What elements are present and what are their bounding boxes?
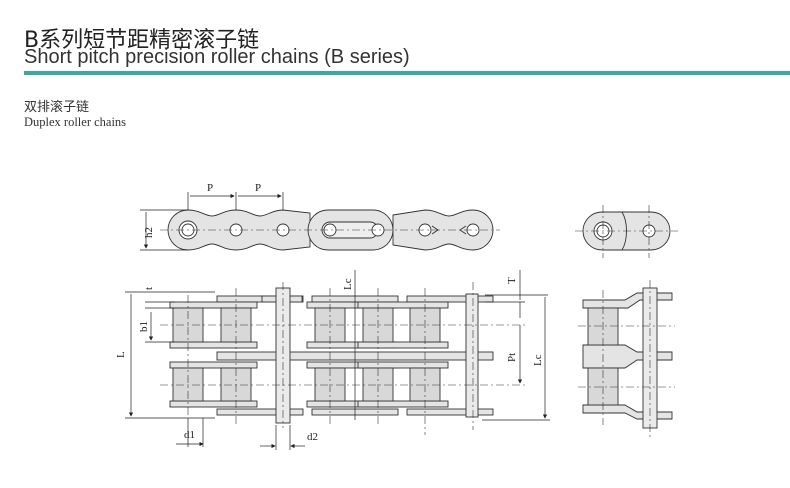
dimension-labels: P P h2 t b1 L d1 d2 Lc T Pt Lc (115, 182, 544, 443)
chain-plan-view (169, 287, 494, 424)
dim-b1: b1 (138, 321, 150, 332)
dim-T: T (506, 277, 518, 284)
chain-end-view (582, 211, 673, 429)
title-divider (24, 71, 790, 75)
centerlines (160, 205, 678, 440)
dim-pitch-1: P (207, 182, 213, 194)
dimension-lines (125, 192, 550, 450)
dim-d1: d1 (184, 429, 195, 441)
page-title-chinese: B系列短节距精密滚子链 (24, 28, 260, 53)
dim-L: L (115, 351, 127, 358)
dim-Lc-top: Lc (342, 278, 354, 290)
dim-d2: d2 (307, 431, 318, 443)
section-title-chinese: 双排滚子链 (24, 100, 90, 115)
dim-h2: h2 (143, 227, 155, 238)
section-title-english: Duplex roller chains (24, 115, 127, 129)
dim-pitch-2: P (255, 182, 261, 194)
dim-Lc-right: Lc (532, 354, 544, 366)
dim-t: t (143, 287, 155, 290)
dim-Pt: Pt (506, 353, 518, 362)
page-title-english: Short pitch precision roller chains (B s… (24, 46, 410, 68)
